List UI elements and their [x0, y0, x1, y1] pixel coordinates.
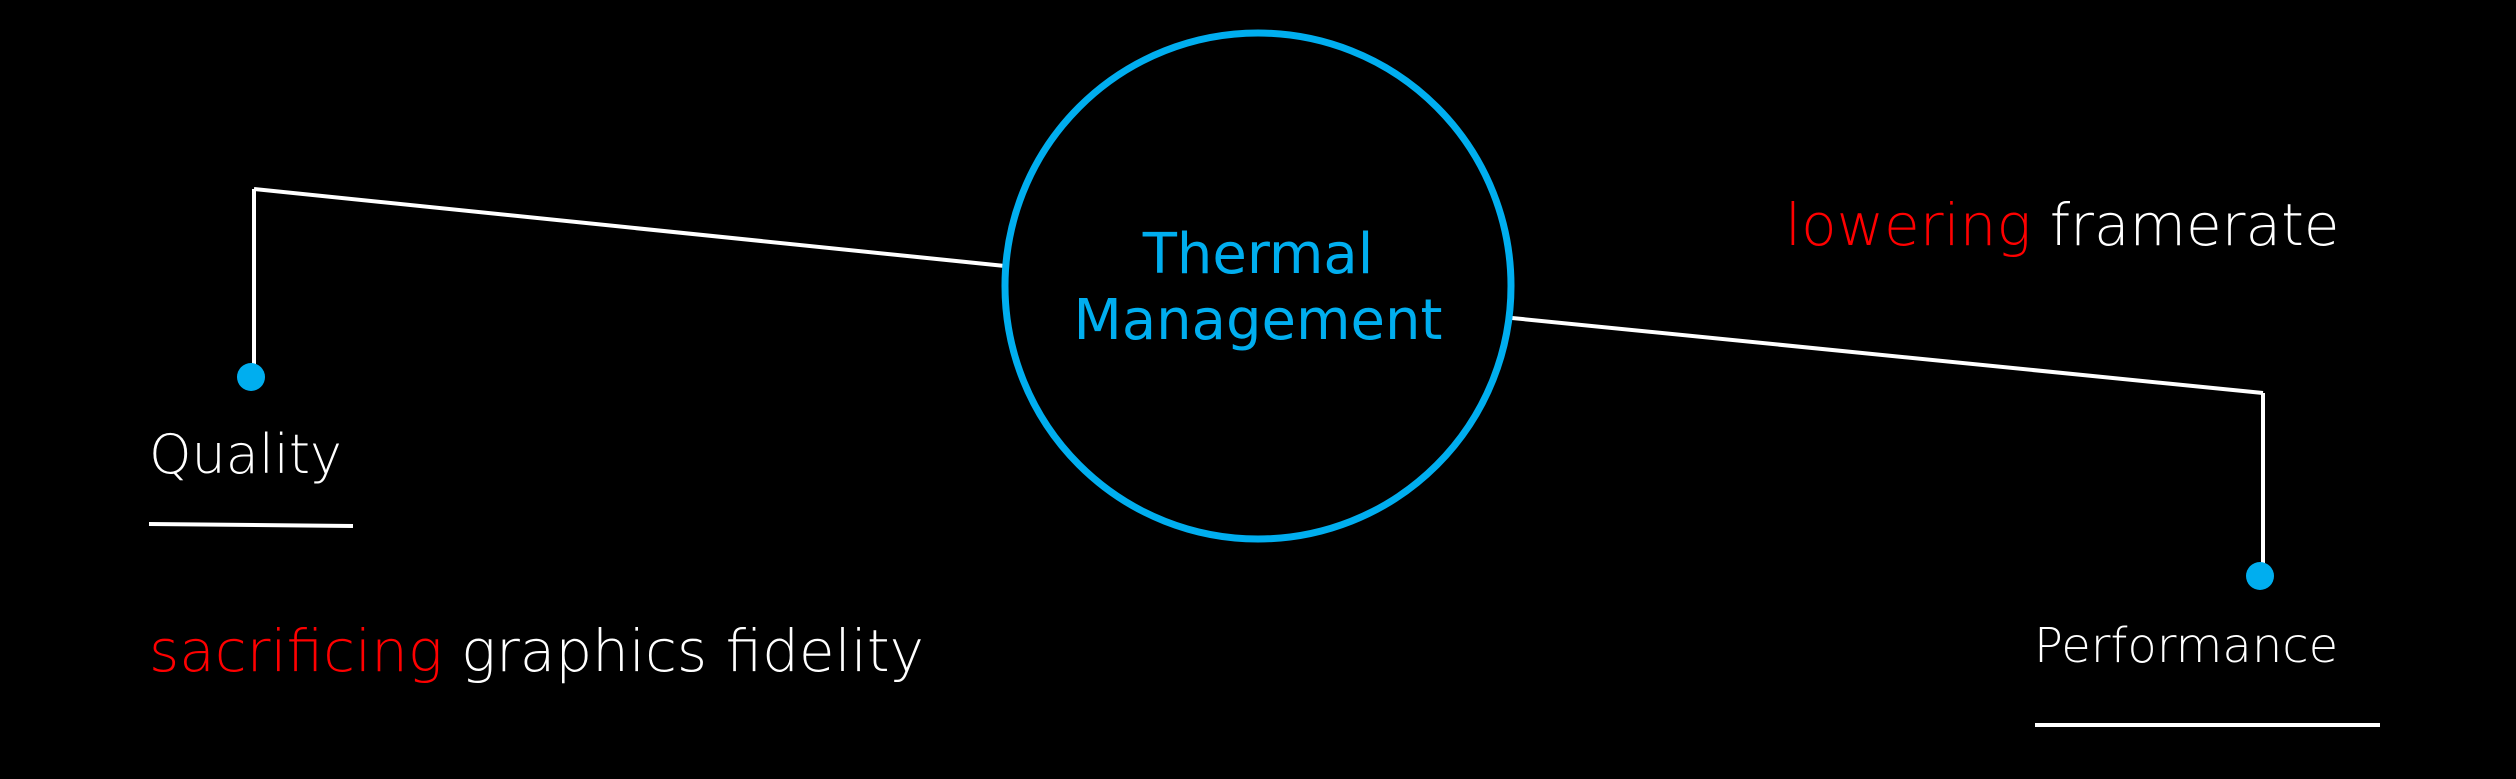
quality-underline [148, 522, 354, 528]
performance-label: Performance [2034, 618, 2339, 674]
quality-tradeoff: sacrificing graphics fidelity [149, 622, 924, 680]
quality-tradeoff-rest: graphics fidelity [461, 617, 924, 685]
quality-label: Quality [149, 423, 342, 486]
right-dot [2246, 562, 2274, 590]
center-title-line2: Management [1073, 288, 1443, 353]
performance-tradeoff: lowering framerate [1785, 196, 2340, 254]
performance-tradeoff-rest: framerate [2049, 191, 2340, 259]
center-title-line1: Thermal [1142, 222, 1374, 287]
left-connector-line [253, 187, 1006, 268]
performance-tradeoff-highlight: lowering [1785, 191, 2032, 259]
center-circle [1001, 29, 1515, 543]
center-title: Thermal Management [1004, 222, 1512, 354]
left-dot [237, 363, 265, 391]
right-connector-line [1511, 316, 2264, 395]
quality-tradeoff-highlight: sacrificing [149, 617, 443, 685]
